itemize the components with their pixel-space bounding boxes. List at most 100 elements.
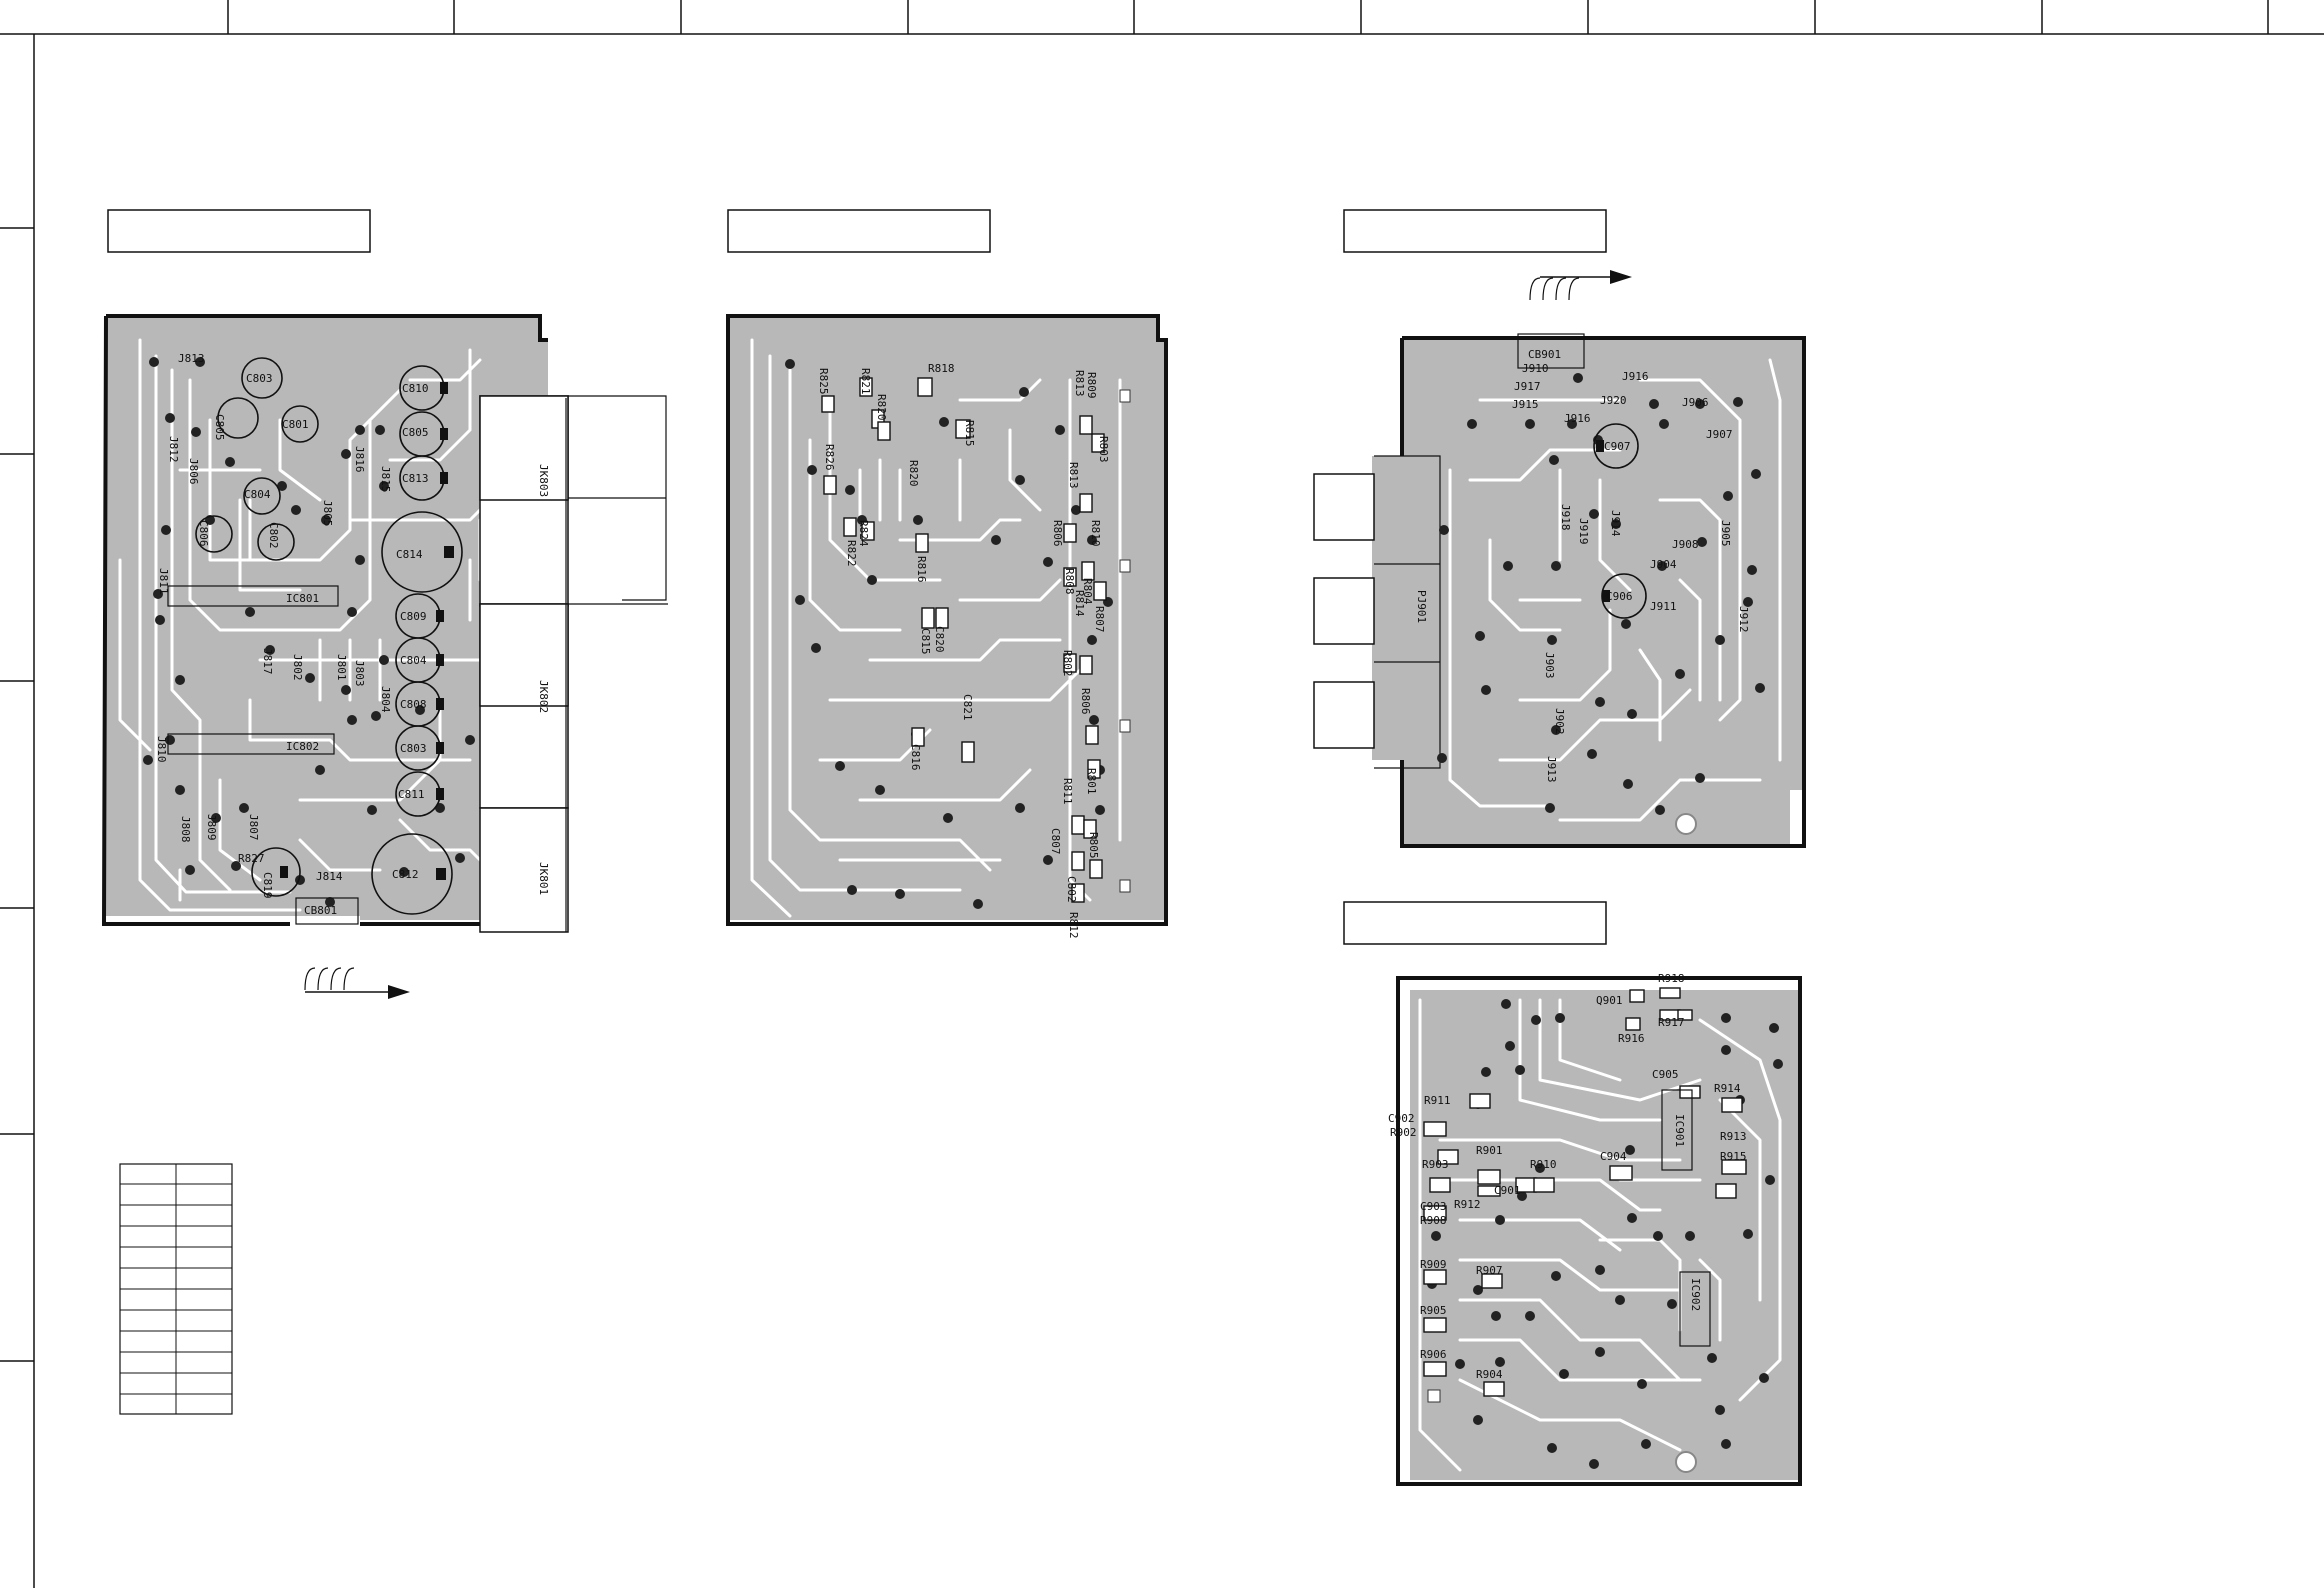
board4-label-r902: R902 (1390, 1126, 1417, 1139)
board1-label-j808: J808 (179, 816, 192, 843)
board1-label-c805: C805 (213, 414, 226, 441)
pcb-board-1: J813C803C805C801J812J806C804C806J805C802… (101, 314, 668, 933)
board4-label-r912: R912 (1454, 1198, 1481, 1211)
board4-label-r910: R910 (1530, 1158, 1557, 1171)
board3-label-j910: J910 (1522, 362, 1549, 375)
board2-label-r825: R825 (817, 368, 830, 395)
board4-label-r918: R918 (1658, 972, 1685, 985)
board4-label-r906: R906 (1420, 1348, 1447, 1361)
board4-label-ic902: IC902 (1689, 1278, 1702, 1311)
board1-label-c808: C808 (400, 698, 427, 711)
board1-label-ic801: IC801 (286, 592, 319, 605)
board2-label-c821: C821 (961, 694, 974, 721)
board1-label-r827: R827 (238, 852, 265, 865)
board2-label-r805: R805 (1087, 832, 1100, 859)
board4-label-c903: C903 (1420, 1200, 1447, 1213)
board1-label-j814: J814 (316, 870, 343, 883)
board2-label-c816: C816 (909, 744, 922, 771)
board3-label-c907: C907 (1604, 440, 1631, 453)
board1-label-c804: C804 (244, 488, 271, 501)
board3-label-j913: J913 (1545, 756, 1558, 783)
board4-label-r907: R907 (1476, 1264, 1503, 1277)
board3-label-j911: J911 (1650, 600, 1677, 613)
board4-label-c902: C902 (1388, 1112, 1415, 1125)
board2-label-r821: R821 (859, 368, 872, 395)
board4-label-r917: R917 (1658, 1016, 1685, 1029)
board4-label-r909: R909 (1420, 1258, 1447, 1271)
board3-label-j912: J912 (1737, 606, 1750, 633)
board2-label-r804: R804 (1081, 578, 1094, 605)
board1-label-j802: J802 (291, 654, 304, 681)
board2-label-r807: R807 (1093, 606, 1106, 633)
board1-label-j812: J812 (167, 436, 180, 463)
board3-label-j906: J906 (1682, 396, 1709, 409)
board4-label-q901: Q901 (1596, 994, 1623, 1007)
title-box-2 (727, 209, 991, 253)
board4-label-r916: R916 (1618, 1032, 1645, 1045)
board3-label-j914: J914 (1609, 510, 1622, 537)
board4-label-r908: R908 (1420, 1214, 1447, 1227)
board1-label-j817: J817 (261, 648, 274, 675)
board2-label-r803: R803 (1097, 436, 1110, 463)
board3-label-j907: J907 (1706, 428, 1733, 441)
board4-label-r903: R903 (1422, 1158, 1449, 1171)
wire-arrow-1 (304, 967, 410, 999)
board1-label-c810: C810 (402, 382, 429, 395)
board2-label-c815: C815 (919, 628, 932, 655)
board4-label-ic901: IC901 (1673, 1114, 1686, 1147)
board4-label-r914: R914 (1714, 1082, 1741, 1095)
board2-label-r801: R801 (1085, 768, 1098, 795)
board2-label-r820: R820 (875, 394, 888, 421)
board2-label-r813: R813 (1067, 462, 1080, 489)
board1-label-ic802: IC802 (286, 740, 319, 753)
board2-label-r806: R806 (1051, 520, 1064, 547)
board1-label-c806: C806 (197, 520, 210, 547)
board1-label-j809: J809 (205, 814, 218, 841)
board4-label-r913: R913 (1720, 1130, 1747, 1143)
board1-label-c814: C814 (396, 548, 423, 561)
board2-label-r826: R826 (823, 444, 836, 471)
board3-label-j902: J902 (1553, 708, 1566, 735)
board3-label-j903: J903 (1543, 652, 1556, 679)
board2-label-r815: R815 (963, 420, 976, 447)
board1-label-c804: C804 (400, 654, 427, 667)
board1-label-c813: C813 (402, 472, 429, 485)
board2-label-r820: R820 (907, 460, 920, 487)
board2-label-c802: C802 (1065, 876, 1078, 903)
board1-label-c819: C819 (261, 872, 274, 899)
board1-label-jk803: JK803 (537, 464, 550, 497)
board1-label-j810: J810 (155, 736, 168, 763)
board1-label-j806: J806 (187, 458, 200, 485)
board1-label-j804: J804 (379, 686, 392, 713)
board1-label-jk801: JK801 (537, 862, 550, 895)
board1-label-jk802: JK802 (537, 680, 550, 713)
board2-label-r812: R812 (1067, 912, 1080, 939)
board3-label-j917: J917 (1514, 380, 1541, 393)
title-box-4 (1343, 901, 1607, 945)
board1-label-c811: C811 (398, 788, 425, 801)
board2-label-r806: R806 (1079, 688, 1092, 715)
board3-label-c906: C906 (1606, 590, 1633, 603)
board2-label-r816: R816 (915, 556, 928, 583)
board1-label-c809: C809 (400, 610, 427, 623)
board2-label-r809: R809 (1085, 372, 1098, 399)
board3-label-j905: J905 (1719, 520, 1732, 547)
board1-label-cb801: CB801 (304, 904, 337, 917)
board1-label-c803: C803 (246, 372, 273, 385)
board2-label-r814: R814 (1073, 590, 1086, 617)
board2-label-r802: R802 (1061, 650, 1074, 677)
board3-label-j908: J908 (1672, 538, 1699, 551)
board4-label-c905: C905 (1652, 1068, 1679, 1081)
board1-label-c803: C803 (400, 742, 427, 755)
board4-label-r905: R905 (1420, 1304, 1447, 1317)
board3-label-j918: J918 (1559, 504, 1572, 531)
board3-label-j904: J904 (1650, 558, 1677, 571)
board4-label-r911: R911 (1424, 1094, 1451, 1107)
board1-label-c802: C802 (267, 522, 280, 549)
board3-label-j919: J919 (1577, 518, 1590, 545)
board3-label-j916: J916 (1564, 412, 1591, 425)
board4-label-r901: R901 (1476, 1144, 1503, 1157)
